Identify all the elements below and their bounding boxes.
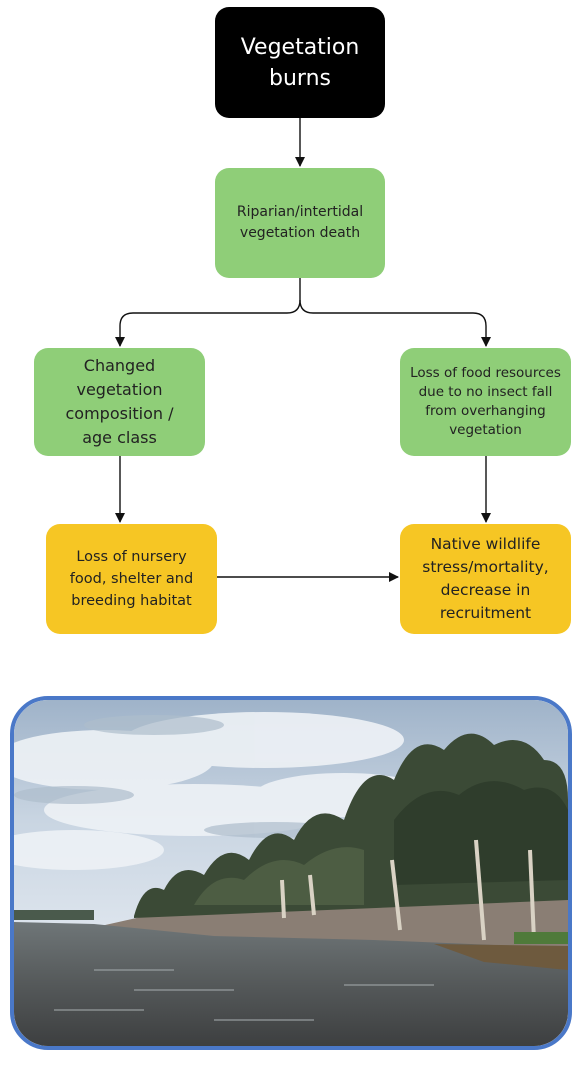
node-vegetation-burns: Vegetation burns xyxy=(215,7,385,118)
edge-n2-n4 xyxy=(299,299,491,347)
node-loss-food-resources: Loss of food resources due to no insect … xyxy=(400,348,571,456)
node-changed-composition: Changed vegetation composition / age cla… xyxy=(34,348,205,456)
edge-n2-n3 xyxy=(115,278,301,347)
photo-scene xyxy=(14,700,568,1046)
node-wildlife-stress: Native wildlife stress/mortality, decrea… xyxy=(400,524,571,634)
flowchart-connectors xyxy=(115,118,491,582)
riparian-photo xyxy=(10,696,572,1050)
node-vegetation-death: Riparian/intertidal vegetation death xyxy=(215,168,385,278)
node-loss-nursery-habitat: Loss of nursery food, shelter and breedi… xyxy=(46,524,217,634)
